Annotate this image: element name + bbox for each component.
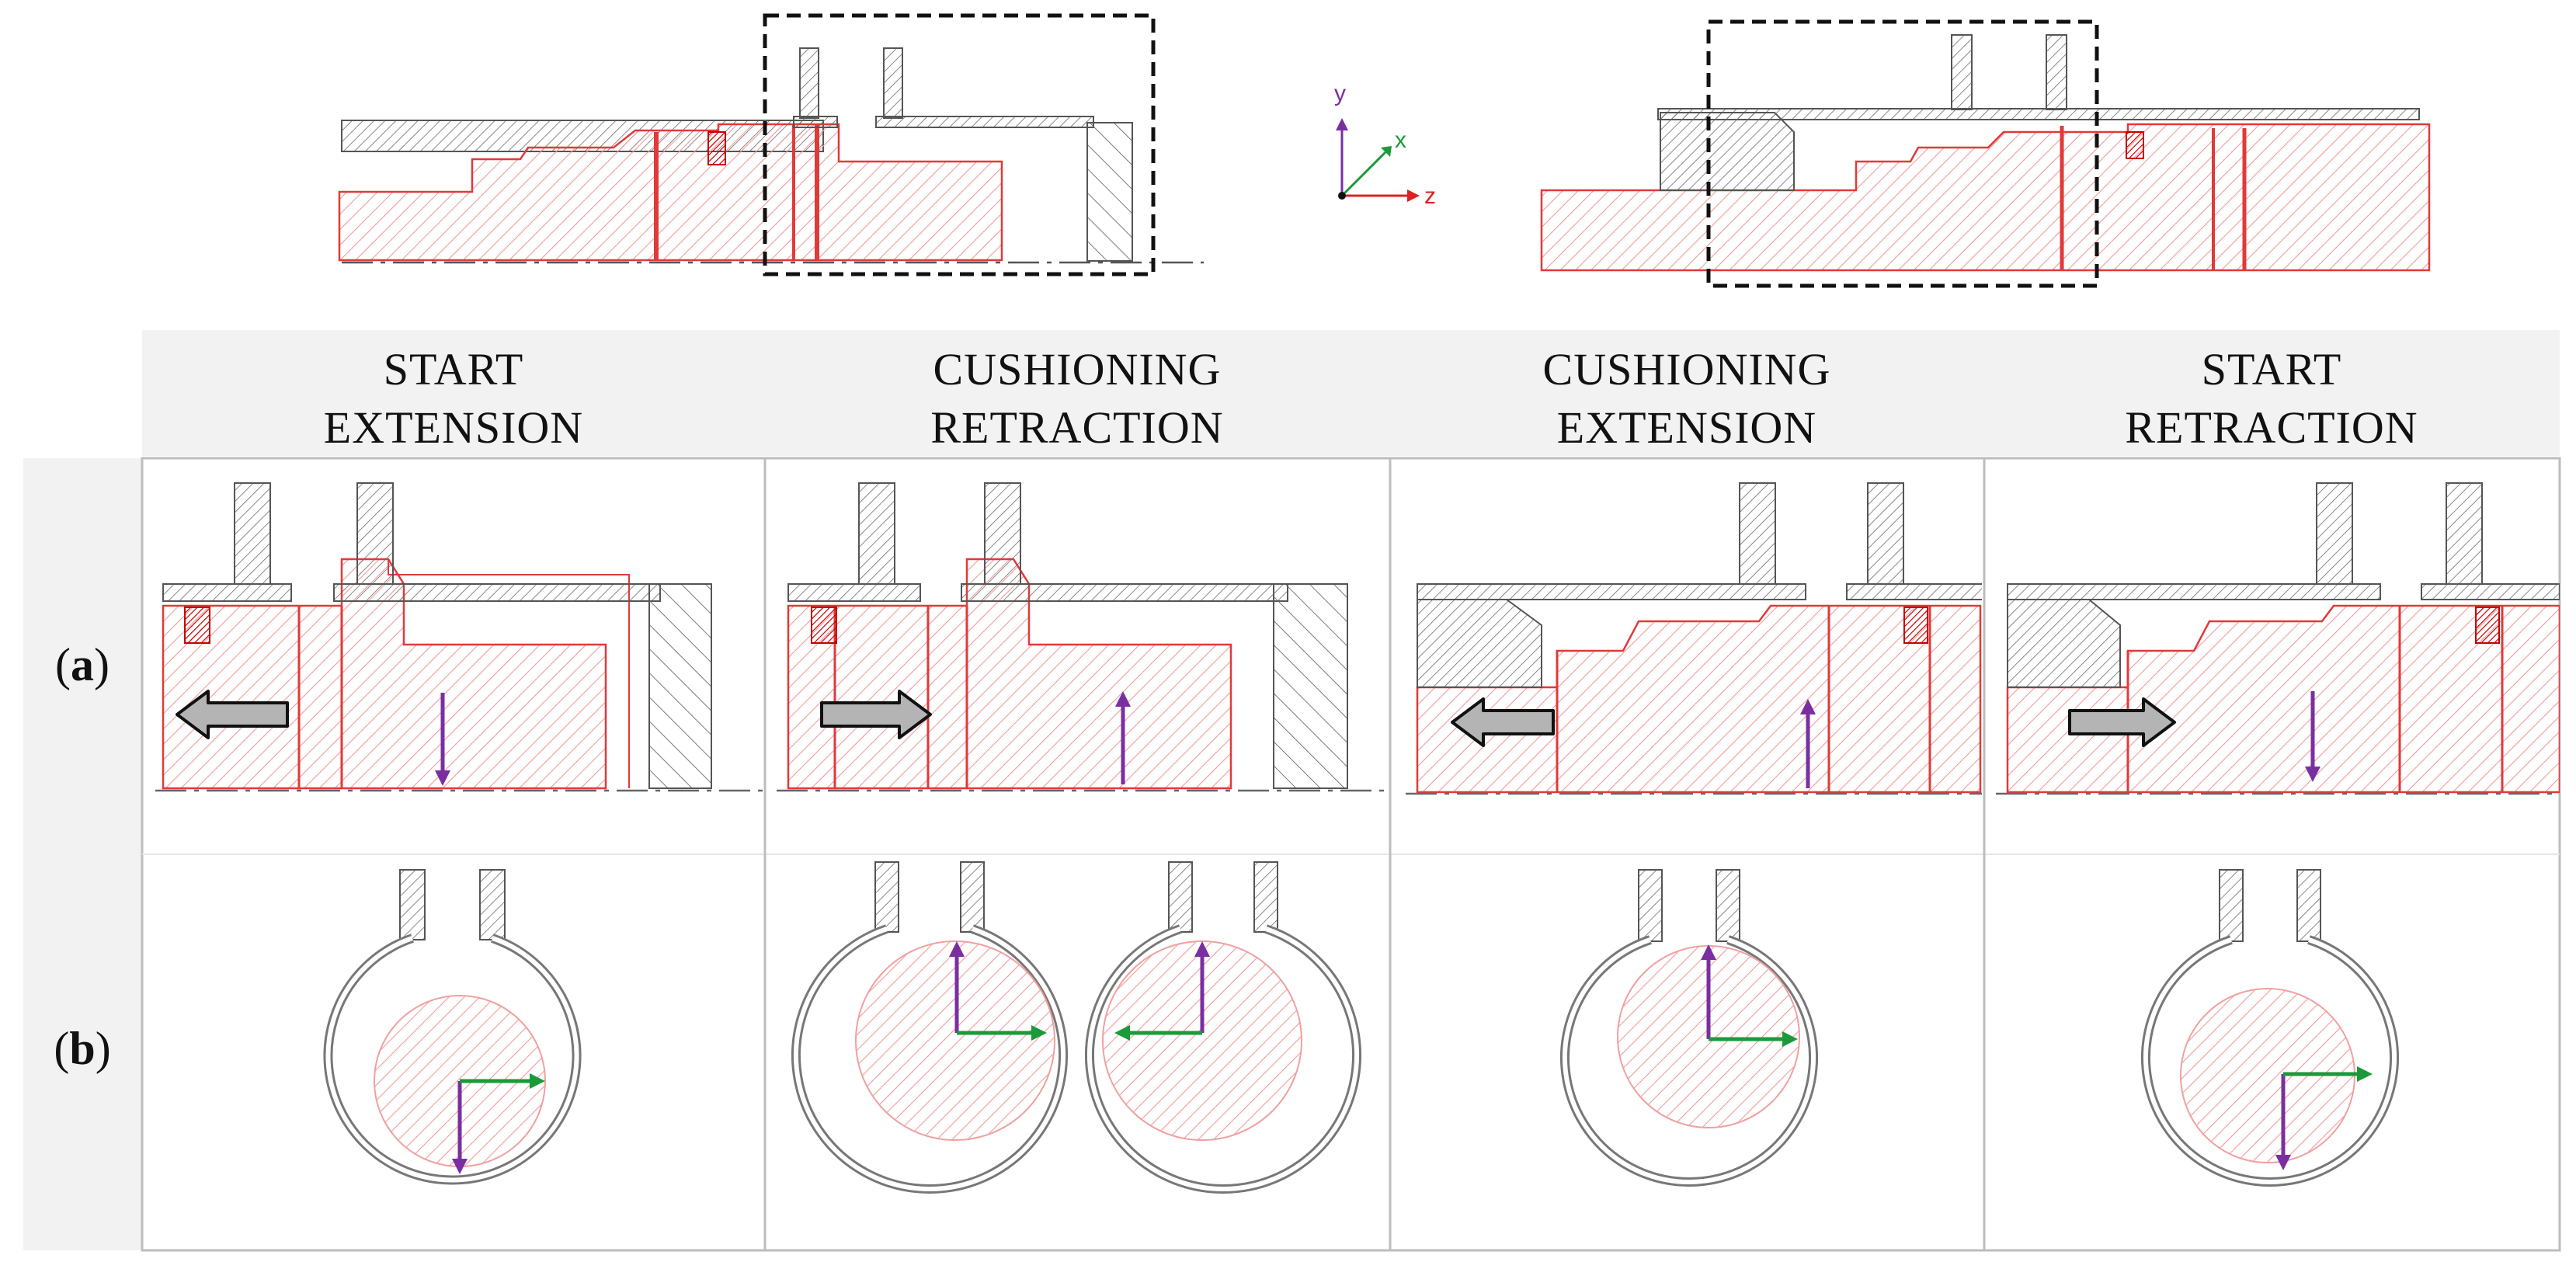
column-title-line2: EXTENSION	[1557, 402, 1816, 453]
column-title-line2: RETRACTION	[930, 402, 1223, 453]
cell-b-cushioning-extension	[1560, 869, 1818, 1187]
overview-left-section	[338, 13, 1204, 276]
column-title-line1: CUSHIONING	[933, 344, 1222, 395]
header-row-bg	[142, 330, 2560, 456]
column-title-line1: START	[2202, 344, 2342, 395]
motion-arrow-right-icon	[820, 690, 932, 739]
column-title-line2: RETRACTION	[2125, 402, 2418, 453]
row-label-b: (b)	[54, 1023, 110, 1074]
axis-z-label: z	[1424, 183, 1436, 209]
cell-b-start-extension	[323, 869, 582, 1185]
column-title-line1: START	[384, 344, 524, 395]
motion-arrow-left-icon	[1451, 697, 1555, 747]
cell-b-start-retraction	[2141, 869, 2399, 1187]
column-header-cushioning-retraction: CUSHIONING RETRACTION	[930, 344, 1223, 453]
column-title-line1: CUSHIONING	[1543, 344, 1831, 395]
cell-a-start-extension	[155, 482, 765, 792]
column-header-start-extension: START EXTENSION	[324, 344, 583, 453]
column-header-cushioning-extension: CUSHIONING EXTENSION	[1543, 344, 1831, 453]
motion-arrow-right-icon	[2068, 697, 2176, 747]
axis-x-label: x	[1395, 127, 1406, 153]
row-label-column-bg	[23, 458, 142, 1250]
cell-a-cushioning-extension	[1406, 482, 1982, 795]
column-header-start-retraction: START RETRACTION	[2125, 344, 2418, 453]
overview-right-section	[1540, 19, 2431, 288]
coordinate-axes-icon: y x z	[1334, 81, 1436, 209]
cell-b-cushioning-retraction	[791, 861, 1361, 1194]
motion-arrow-left-icon	[176, 690, 289, 739]
row-label-a: (a)	[55, 639, 110, 690]
axis-y-label: y	[1334, 81, 1346, 106]
column-title-line2: EXTENSION	[324, 402, 583, 453]
